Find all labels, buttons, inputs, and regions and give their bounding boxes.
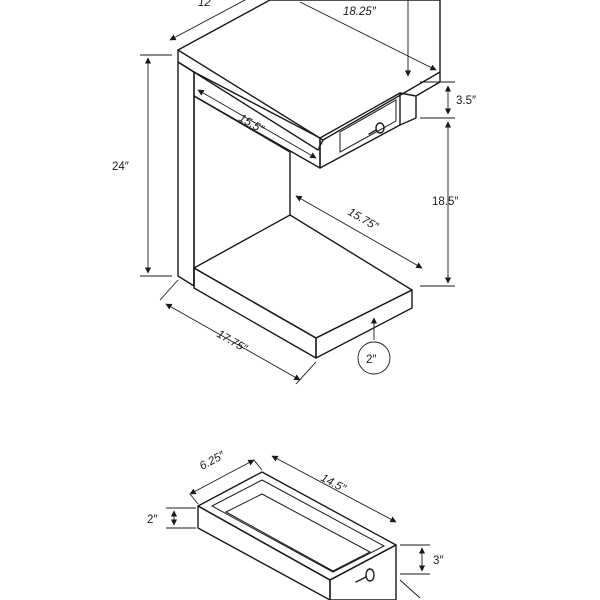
label-drawer-length: 14.5″	[319, 472, 349, 495]
label-base-depth: 17.75″	[215, 328, 250, 355]
dim-line-top-width	[299, 1, 437, 71]
label-top-depth: 12	[198, 0, 211, 9]
ext-base-right	[295, 361, 317, 385]
label-total-height: 24″	[112, 161, 129, 173]
label-clearance: 18.5″	[432, 196, 458, 208]
ext-drawer-depth-right	[253, 459, 263, 471]
drawer-knob-icon	[368, 122, 385, 135]
dim-line-top-depth	[169, 0, 246, 41]
label-shelf-thickness: 2″	[366, 354, 376, 366]
drawer-dimension-lines	[166, 455, 430, 599]
drawer-inner-floor	[224, 493, 372, 572]
dim-line-drawer-depth	[189, 459, 255, 495]
drawer-top-rim	[197, 471, 397, 581]
drawer-front-face	[329, 544, 397, 600]
label-drawer-height: 3.5″	[456, 95, 476, 107]
drawer-left-side	[197, 505, 331, 600]
dim-line-base-depth	[165, 303, 301, 381]
drawer-face-inset	[339, 99, 397, 153]
bottom-shelf-top	[193, 214, 413, 339]
label-drawer-depth: 6.25″	[198, 449, 228, 472]
drawer-side	[399, 92, 417, 126]
drawer-drawing	[197, 471, 397, 600]
ext-base-left	[159, 279, 179, 301]
side-table-drawing	[177, 0, 441, 359]
drawer-front-knob-icon	[355, 568, 375, 583]
shelf-thickness-callout	[357, 341, 391, 375]
label-top-width: 18.25″	[343, 6, 377, 18]
table-dimension-lines	[140, 0, 455, 385]
bottom-shelf-side	[315, 289, 413, 359]
label-drawer-inner-height: 2″	[147, 514, 157, 526]
bottom-shelf-front	[193, 267, 317, 359]
table-top-surface	[177, 0, 441, 141]
label-drawer-inner: 15.5″	[237, 112, 267, 136]
dim-line-shelf-width	[295, 195, 423, 269]
label-drawer-front-height: 3″	[433, 555, 443, 567]
dim-line-drawer-inner	[197, 89, 317, 159]
ext-front-corner	[399, 579, 421, 599]
left-leg-panel	[177, 61, 195, 287]
dim-line-drawer-length	[271, 455, 397, 523]
label-shelf-width: 15.75″	[346, 206, 381, 233]
ext-drawer-depth-left	[189, 493, 199, 505]
